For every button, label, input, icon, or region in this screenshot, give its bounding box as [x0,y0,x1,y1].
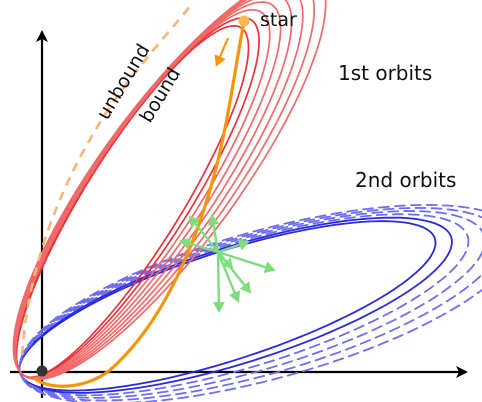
star-direction-arrow [214,37,230,67]
ejecta-arrow [207,214,220,253]
black-hole-icon [36,365,48,377]
first-orbit [12,0,327,381]
star-icon [238,15,250,27]
first-orbits-label: 1st orbits [338,61,432,85]
ejecta-arrow [216,251,241,303]
ejecta-arrow [217,250,276,273]
first-orbits [12,0,327,381]
ejecta-arrow [217,239,250,254]
ejecta-arrow [217,251,234,270]
ejecta-arrows [179,214,276,313]
ejecta-arrow [212,251,225,313]
second-orbits-label: 2nd orbits [355,168,456,192]
star-path [32,21,246,388]
star-label: star [260,9,297,31]
second-orbit [18,216,453,394]
bound-label: bound [135,64,185,127]
ejecta-arrow [179,237,219,254]
first-orbit [13,0,304,380]
unbound-path [20,5,192,356]
ejecta-arrow [188,215,219,253]
